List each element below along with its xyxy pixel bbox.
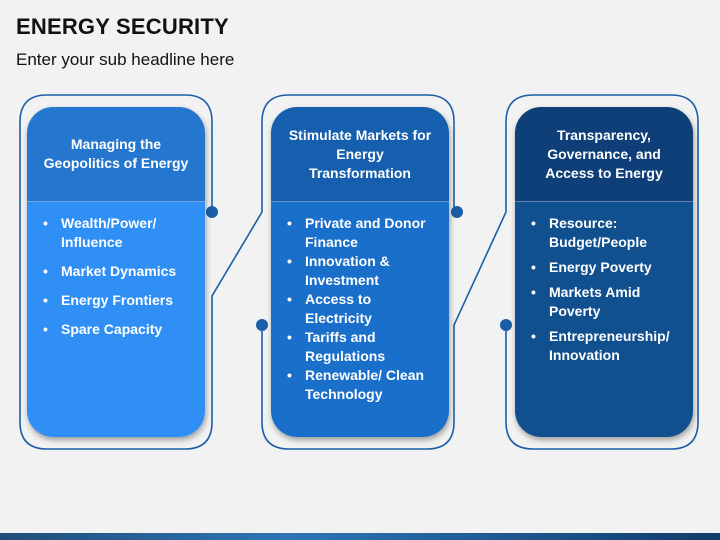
list-item: Resource: Budget/People xyxy=(529,214,683,252)
list-item: Private and Donor Finance xyxy=(285,214,439,252)
list-item: Access to Electricity xyxy=(285,290,439,328)
column-3-body: Resource: Budget/People Energy Poverty M… xyxy=(515,202,693,437)
list-item: Renewable/ Clean Technology xyxy=(285,366,439,404)
list-item: Entrepreneurship/ Innovation xyxy=(529,327,683,365)
column-1: Managing the Geopolitics of Energy Wealt… xyxy=(27,107,205,437)
column-2-list: Private and Donor Finance Innovation & I… xyxy=(285,214,439,404)
list-item: Market Dynamics xyxy=(41,262,195,281)
column-2-heading: Stimulate Markets for Energy Transformat… xyxy=(271,107,449,202)
column-2: Stimulate Markets for Energy Transformat… xyxy=(271,107,449,437)
list-item: Spare Capacity xyxy=(41,320,195,339)
column-1-list: Wealth/Power/ Influence Market Dynamics … xyxy=(41,214,195,339)
column-1-heading: Managing the Geopolitics of Energy xyxy=(27,107,205,202)
list-item: Innovation & Investment xyxy=(285,252,439,290)
page-title: ENERGY SECURITY xyxy=(16,14,229,39)
list-item: Energy Frontiers xyxy=(41,291,195,310)
column-outline-2 xyxy=(261,94,699,450)
column-3-list: Resource: Budget/People Energy Poverty M… xyxy=(529,214,683,365)
connector-dot-4 xyxy=(500,319,512,331)
list-item: Wealth/Power/ Influence xyxy=(41,214,195,252)
list-item: Tariffs and Regulations xyxy=(285,328,439,366)
column-outline-1 xyxy=(19,94,455,450)
connector-dot-2 xyxy=(256,319,268,331)
connector-dot-3 xyxy=(451,206,463,218)
page-subtitle: Enter your sub headline here xyxy=(16,50,235,69)
column-1-body: Wealth/Power/ Influence Market Dynamics … xyxy=(27,202,205,437)
list-item: Markets Amid Poverty xyxy=(529,283,683,321)
bottom-accent-bar xyxy=(0,533,720,540)
column-3: Transparency, Governance, and Access to … xyxy=(515,107,693,437)
column-2-body: Private and Donor Finance Innovation & I… xyxy=(271,202,449,437)
column-3-heading: Transparency, Governance, and Access to … xyxy=(515,107,693,202)
list-item: Energy Poverty xyxy=(529,258,683,277)
connector-dot-1 xyxy=(206,206,218,218)
